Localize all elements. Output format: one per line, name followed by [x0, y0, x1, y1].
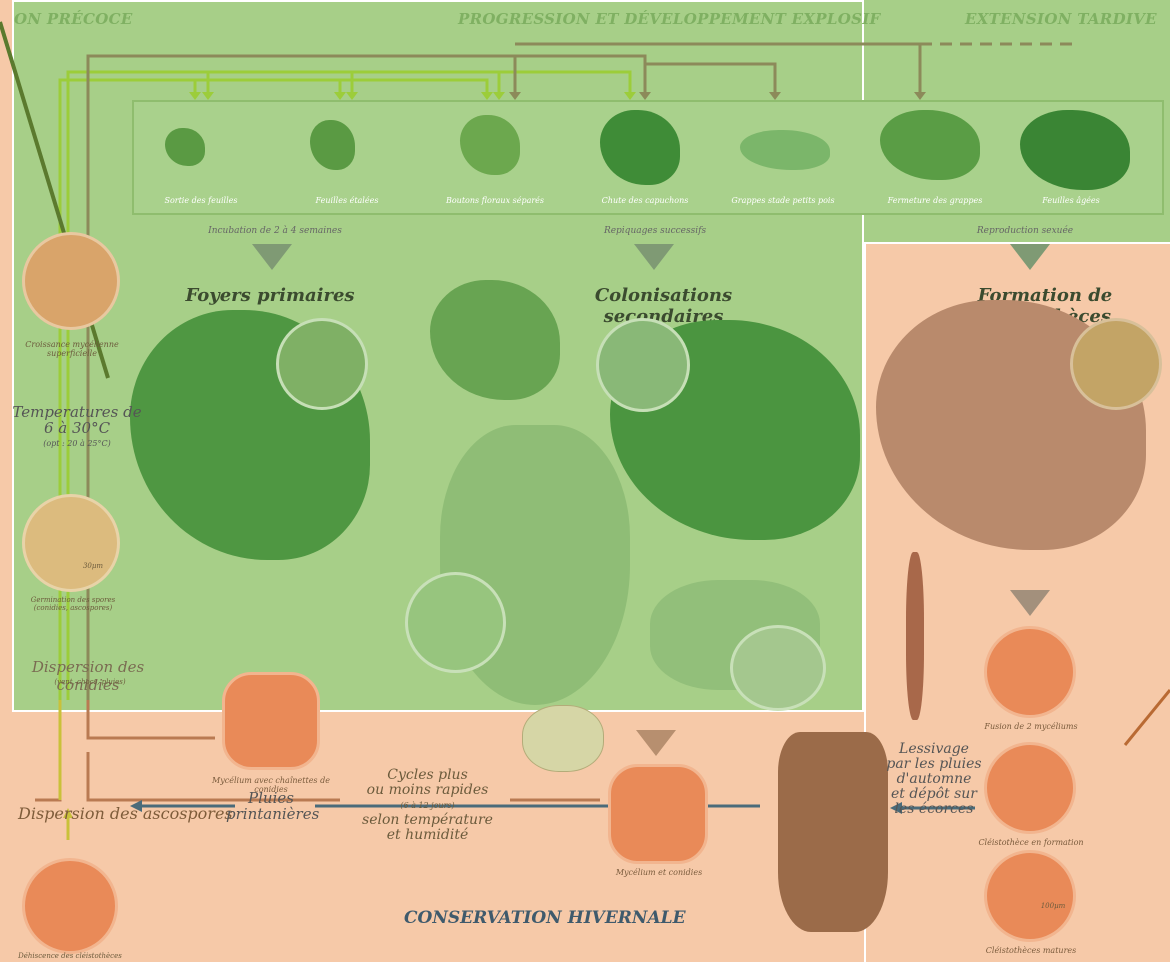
vine-cane [906, 552, 924, 720]
fusion-circle [984, 626, 1076, 718]
germination-label: Germination des spores (conidies, ascosp… [18, 596, 128, 612]
cycles-line-1: Cycles plus [345, 768, 510, 783]
germination-circle [22, 494, 120, 592]
cycles-line-4: et humidité [345, 828, 510, 843]
stage-label-2: Feuilles étalées [292, 196, 402, 205]
cleisto-matures-label: Cléistothèces matures [966, 946, 1096, 955]
stage-label-3: Boutons floraux séparés [440, 196, 550, 205]
vine-trunk [778, 732, 888, 932]
cleisto-formation-circle [984, 742, 1076, 834]
reproduction-note: Reproduction sexuée [955, 226, 1095, 236]
cycles-sub: (6 à 12 jours) [345, 798, 510, 813]
cleisto-matures-circle [984, 850, 1076, 942]
lessivage-line-4: et dépôt sur [884, 787, 984, 802]
down-arrow-fusion [1010, 590, 1050, 616]
stage-label-4: Chute des capuchons [590, 196, 700, 205]
dehiscence-label: Déhiscence des cléistothèces [10, 952, 130, 960]
germination-scale: 30µm [78, 562, 108, 570]
grape-small-zoom [730, 625, 826, 711]
fusion-label: Fusion de 2 mycéliums [966, 722, 1096, 731]
cleisto-formation-label: Cléistothèce en formation [966, 838, 1096, 847]
lessivage-line-3: d'automne [884, 772, 984, 787]
matures-scale: 100µm [1036, 902, 1070, 910]
stage-label-7: Feuilles âgées [1016, 196, 1126, 205]
temperature-line-1: Temperatures de [12, 404, 142, 420]
grape-dry [522, 705, 604, 772]
mycelium-conidies-label: Mycélium et conidies [594, 868, 724, 877]
down-arrow-mycelium [636, 730, 676, 756]
temperature-label: Temperatures de 6 à 30°C (opt : 20 à 25°… [12, 404, 142, 452]
stage-label-6: Fermeture des grappes [880, 196, 990, 205]
primary-leaf-zoom [276, 318, 368, 410]
stage-label-5: Grappes stade petits pois [728, 196, 838, 205]
secondary-leaf-zoom [596, 318, 690, 412]
stage-label-1: Sortie des feuilles [146, 196, 256, 205]
temperature-line-2: 6 à 30°C [12, 420, 142, 436]
lessivage-line-1: Lessivage [884, 742, 984, 757]
down-arrow-formation [1010, 244, 1050, 270]
lessivage-text: Lessivage par les pluies d'automne et dé… [884, 742, 984, 817]
mycelium-conidies-circle [608, 764, 708, 864]
temperature-opt: (opt : 20 à 25°C) [12, 436, 142, 452]
dispersion-conidies-label: Dispersion des conidies [8, 658, 168, 694]
pluies-line-1: Pluies [226, 790, 316, 806]
dehiscence-circle [22, 858, 118, 954]
cycles-line-3: selon température [345, 813, 510, 828]
down-arrow-foyers [252, 244, 292, 270]
down-arrow-colonisations [634, 244, 674, 270]
cycles-text: Cycles plus ou moins rapides (6 à 12 jou… [345, 768, 510, 843]
old-leaf-zoom [1070, 318, 1162, 410]
incubation-note: Incubation de 2 à 4 semaines [190, 226, 360, 236]
repiquages-note: Repiquages successifs [580, 226, 730, 236]
pluies-text: Pluies printanières [226, 790, 316, 822]
lessivage-line-5: les écorces [884, 802, 984, 817]
mycelium-chainettes-circle [222, 672, 320, 770]
pluies-line-2: printanières [226, 806, 316, 822]
dispersion-ascospores-label: Dispersion des ascospores [18, 804, 233, 823]
dispersion-conidies-sub: (vent, chocs, pluies) [40, 678, 140, 686]
grape-zoom [405, 572, 506, 673]
croissance-circle [22, 232, 120, 330]
cycles-line-2: ou moins rapides [345, 783, 510, 798]
title-foyers: Foyers primaires [180, 285, 360, 306]
conservation-label: CONSERVATION HIVERNALE [404, 908, 686, 928]
croissance-label: Croissance mycélienne superficielle [22, 340, 122, 358]
lessivage-line-2: par les pluies [884, 757, 984, 772]
